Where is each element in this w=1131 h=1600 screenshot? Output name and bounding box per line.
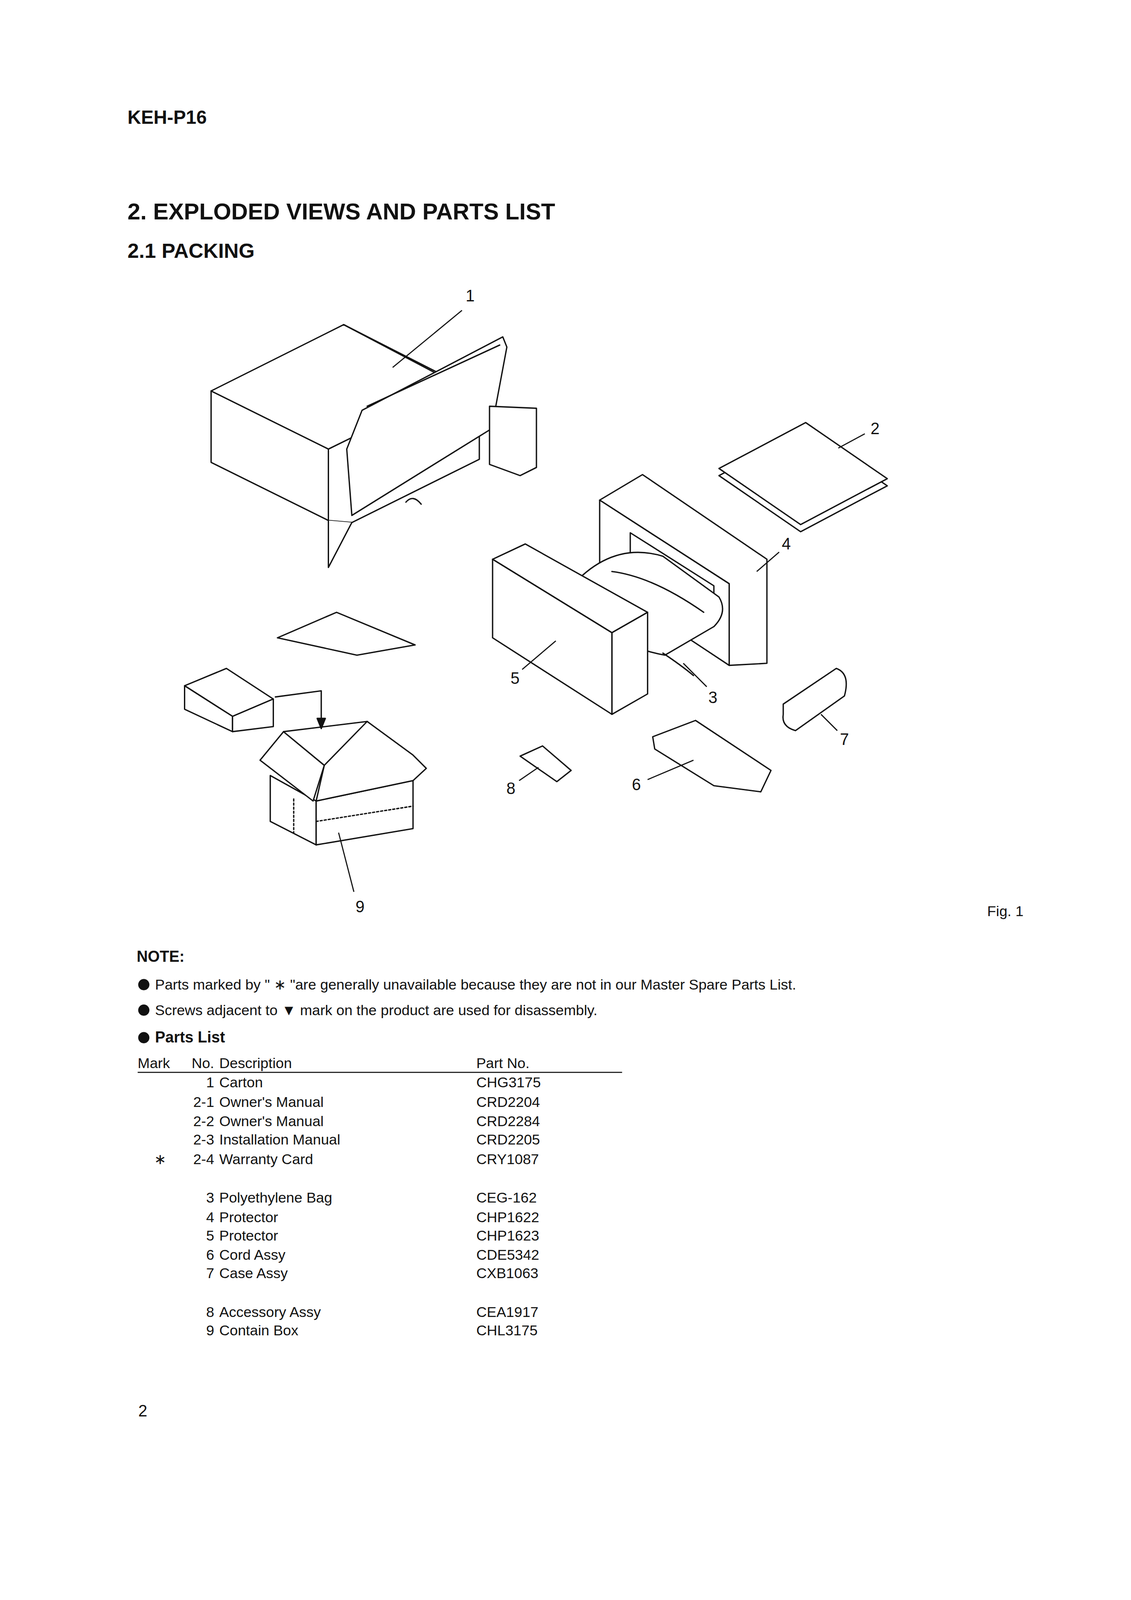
table-cell: CDE5342 [476,1247,540,1262]
note-heading: NOTE: [136,948,185,965]
page-title: 2. EXPLODED VIEWS AND PARTS LIST [127,199,556,223]
table-cell: 2-4 [193,1151,215,1166]
table-cell: 6 [206,1247,215,1262]
table-cell: CXB1063 [476,1265,539,1280]
callout-number: 7 [839,731,849,748]
small-box [184,668,274,732]
table-cell: CHL3175 [476,1322,538,1338]
callout-number: 3 [708,689,718,706]
bullets [138,978,150,1044]
table-cell: Owner's Manual [219,1094,324,1109]
table-cell: CRD2284 [476,1113,540,1129]
table-cell: Case Assy [219,1265,289,1280]
leader-lines [338,310,865,892]
callout-number: 8 [506,780,516,797]
arrow-head [317,718,326,729]
table-cell: Owner's Manual [219,1113,324,1129]
table-cell: 3 [206,1189,215,1205]
callout-number: 2 [870,420,880,437]
callout-number: 9 [355,898,365,915]
table-cell: 2-3 [193,1131,215,1147]
page-number: 2 [138,1402,148,1419]
table-cell: 2-2 [193,1113,215,1129]
accessory-bag [520,745,572,782]
table-cell: Protector [219,1209,279,1225]
table-header: Part No. [476,1055,530,1070]
sheet [277,612,416,655]
table-mark: ∗ [154,1151,167,1166]
table-cell: 9 [206,1322,215,1338]
section-heading: 2.1 PACKING [127,240,255,262]
table-cell: 4 [206,1209,215,1225]
parts-list-heading: Parts List [154,1029,225,1045]
table-cell: CHP1622 [476,1209,540,1225]
table-cell: CHP1623 [476,1227,540,1243]
callout-number: 4 [781,535,791,552]
note-text: Parts marked by " ∗ "are generally unava… [154,976,796,992]
table-cell: CRD2205 [476,1131,540,1147]
table-cell: CEA1917 [476,1304,539,1319]
table-cell: Contain Box [219,1322,299,1338]
table-cell: Accessory Assy [219,1304,321,1319]
table-cell: 8 [206,1304,215,1319]
table-cell: Warranty Card [219,1151,314,1166]
contain-box [259,721,426,845]
note-text: Screws adjacent to ▼ mark on the product… [154,1002,598,1018]
table-header: Mark [137,1055,171,1070]
table-cell: CRD2204 [476,1094,540,1109]
table-header: Description [219,1055,292,1070]
table-cell: 5 [206,1227,215,1243]
manuals [719,422,888,532]
callout-number: 6 [631,776,641,793]
table-cell: Polyethylene Bag [219,1189,333,1205]
carton [211,324,537,568]
insert-arrow [275,690,322,723]
table-cell: Protector [219,1227,279,1243]
case [783,668,847,731]
table-cell: 1 [206,1074,215,1090]
table-cell: CHG3175 [476,1074,541,1090]
table-cell: CEG-162 [476,1189,537,1205]
table-cell: Cord Assy [219,1247,286,1262]
table-cell: Installation Manual [219,1131,341,1147]
table-cell: 2-1 [193,1094,215,1109]
table-header: No. [191,1055,215,1070]
table-cell: 7 [206,1265,215,1280]
table-cell: Carton [219,1074,263,1090]
model-name: KEH-P16 [127,107,207,127]
callout-number: 1 [465,287,475,304]
figure-label: Fig. 1 [987,903,1024,919]
cord-bag [652,720,771,792]
table-cell: CRY1087 [476,1151,540,1166]
protector-front [492,543,648,715]
callout-number: 5 [510,670,520,687]
table-rule [137,1071,623,1073]
